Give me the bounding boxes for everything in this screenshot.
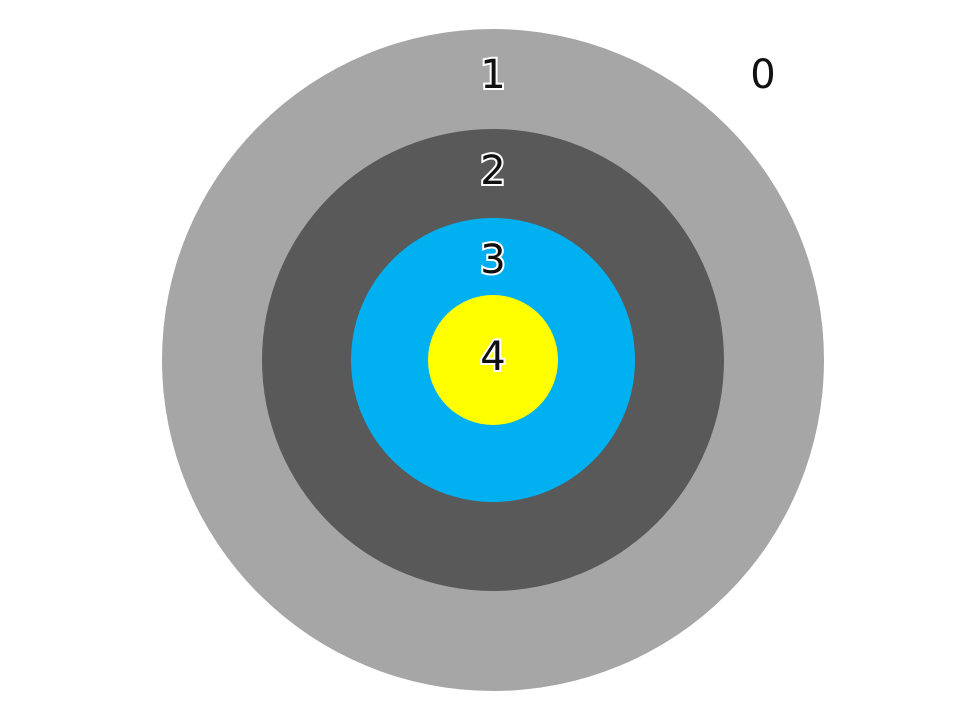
label-0: 0 [750, 52, 775, 98]
ring-4 [428, 295, 558, 425]
label-1: 1 [480, 52, 505, 98]
label-2: 2 [480, 148, 505, 194]
label-4: 4 [480, 334, 505, 380]
label-3: 3 [480, 237, 505, 283]
